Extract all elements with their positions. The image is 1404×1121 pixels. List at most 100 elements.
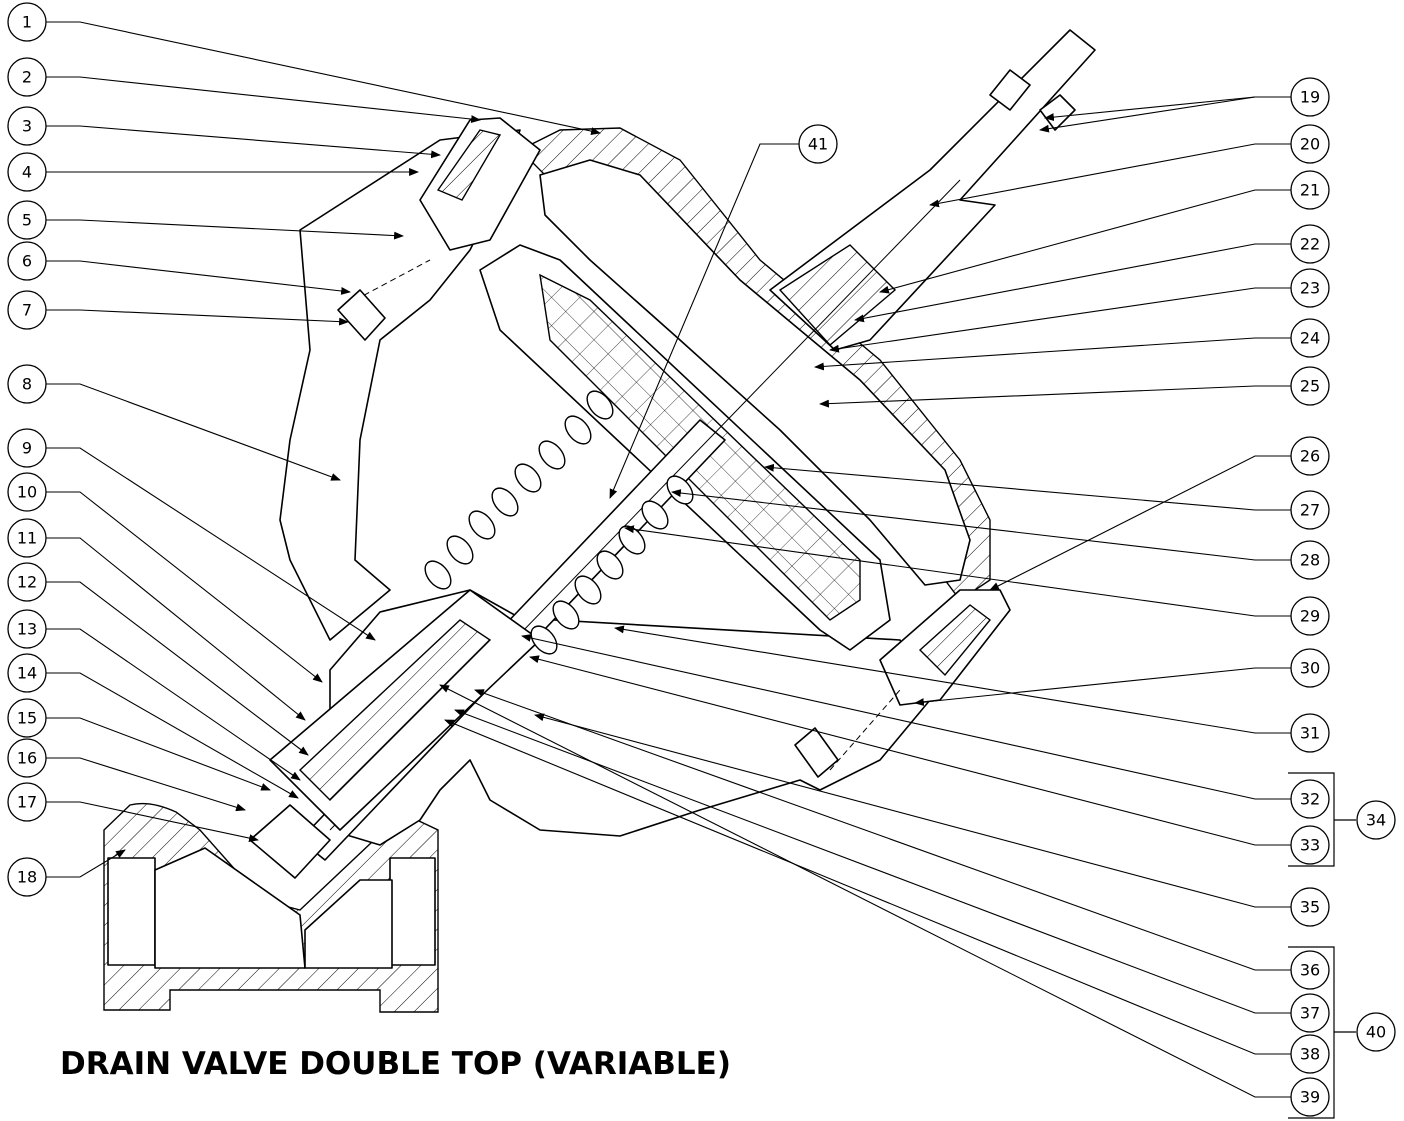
leader-31 (614, 625, 1291, 734)
svg-text:37: 37 (1300, 1004, 1320, 1023)
valve-section-drawing (103, 29, 1096, 1013)
leader-8 (46, 383, 341, 481)
balloon-30: 30 (1290, 648, 1330, 688)
bottom-flange-nut (918, 604, 992, 677)
balloon-15: 15 (7, 698, 47, 738)
leader-26 (989, 455, 1291, 591)
balloon-7: 7 (7, 290, 47, 330)
balloon-10: 10 (7, 472, 47, 512)
leader-22 (854, 243, 1291, 323)
svg-text:33: 33 (1300, 836, 1320, 855)
balloon-8: 8 (7, 364, 47, 404)
balloon-13: 13 (7, 609, 47, 649)
balloon-37: 37 (1290, 993, 1330, 1033)
svg-text:23: 23 (1300, 279, 1320, 298)
leader-19b (1044, 96, 1256, 122)
leader-30 (914, 667, 1291, 707)
leader-6 (46, 260, 351, 295)
balloon-23: 23 (1290, 268, 1330, 308)
leader-5 (46, 219, 404, 240)
svg-text:20: 20 (1300, 135, 1320, 154)
balloon-29: 29 (1290, 596, 1330, 636)
balloon-20: 20 (1290, 124, 1330, 164)
bonnet-guide-hatch (298, 619, 492, 801)
leader-18 (46, 849, 126, 878)
svg-text:11: 11 (17, 529, 37, 548)
seat-ring (249, 804, 331, 879)
top-flange-washer (436, 129, 502, 201)
body-outlet-bore (389, 857, 436, 966)
tie-rod-left (354, 259, 431, 301)
leader-41 (609, 143, 799, 499)
balloon-18: 18 (7, 857, 47, 897)
positioner-lug (1039, 94, 1076, 131)
svg-text:39: 39 (1300, 1088, 1320, 1107)
balloon-22: 22 (1290, 224, 1330, 264)
leader-9 (46, 447, 376, 641)
balloon-5: 5 (7, 200, 47, 240)
leader-1 (46, 21, 601, 136)
svg-text:18: 18 (17, 868, 37, 887)
stem-packing (778, 244, 897, 346)
svg-text:7: 7 (22, 301, 32, 320)
leader-lines (46, 21, 1291, 1098)
balloon-2: 2 (7, 57, 47, 97)
svg-text:5: 5 (22, 211, 32, 230)
svg-text:22: 22 (1300, 235, 1320, 254)
leader-10 (46, 491, 323, 683)
svg-text:4: 4 (22, 163, 32, 182)
svg-text:24: 24 (1300, 329, 1320, 348)
leader-12 (46, 581, 309, 756)
leader-23 (829, 287, 1291, 353)
svg-text:1: 1 (22, 13, 32, 32)
leader-7 (46, 309, 349, 326)
left-nut (337, 289, 386, 341)
balloon-6: 6 (7, 241, 47, 281)
svg-text:19: 19 (1300, 88, 1320, 107)
balloon-32: 32 (1290, 779, 1330, 819)
tie-rod-right (829, 689, 901, 771)
leader-13 (46, 628, 301, 781)
leader-27 (764, 463, 1291, 511)
svg-text:9: 9 (22, 439, 32, 458)
leader-3 (46, 125, 441, 159)
leader-16 (46, 757, 246, 812)
right-nut (794, 727, 839, 778)
upper-casing-inner (539, 159, 971, 586)
svg-text:6: 6 (22, 252, 32, 271)
balloon-16: 16 (7, 738, 47, 778)
balloon-12: 12 (7, 562, 47, 602)
svg-text:16: 16 (17, 749, 37, 768)
svg-text:40: 40 (1366, 1023, 1386, 1042)
leader-11 (46, 537, 306, 721)
svg-text:8: 8 (22, 375, 32, 394)
balloon-34: 34 (1356, 800, 1396, 840)
balloon-11: 11 (7, 518, 47, 558)
balloon-17: 17 (7, 782, 47, 822)
leader-36 (474, 689, 1291, 971)
balloon-31: 31 (1290, 713, 1330, 753)
balloon-33: 33 (1290, 825, 1330, 865)
group-bracket-40: 40 (1288, 946, 1396, 1119)
balloon-26: 26 (1290, 436, 1330, 476)
balloon-9: 9 (7, 428, 47, 468)
svg-text:2: 2 (22, 68, 32, 87)
body-inlet-bore (107, 857, 156, 966)
balloon-21: 21 (1290, 170, 1330, 210)
diagram-title: DRAIN VALVE DOUBLE TOP (VARIABLE) (60, 1046, 731, 1082)
leader-24 (814, 337, 1291, 371)
svg-text:21: 21 (1300, 181, 1320, 200)
balloon-4: 4 (7, 152, 47, 192)
balloon-28: 28 (1290, 540, 1330, 580)
spring (424, 390, 694, 655)
balloon-14: 14 (7, 653, 47, 693)
leader-33 (529, 655, 1291, 846)
svg-text:12: 12 (17, 573, 37, 592)
body-seat-cavity (154, 847, 306, 969)
leader-35 (534, 713, 1291, 908)
svg-text:3: 3 (22, 117, 32, 136)
balloon-1: 1 (7, 2, 47, 42)
balloon-35: 35 (1290, 887, 1330, 927)
balloon-38: 38 (1290, 1034, 1330, 1074)
